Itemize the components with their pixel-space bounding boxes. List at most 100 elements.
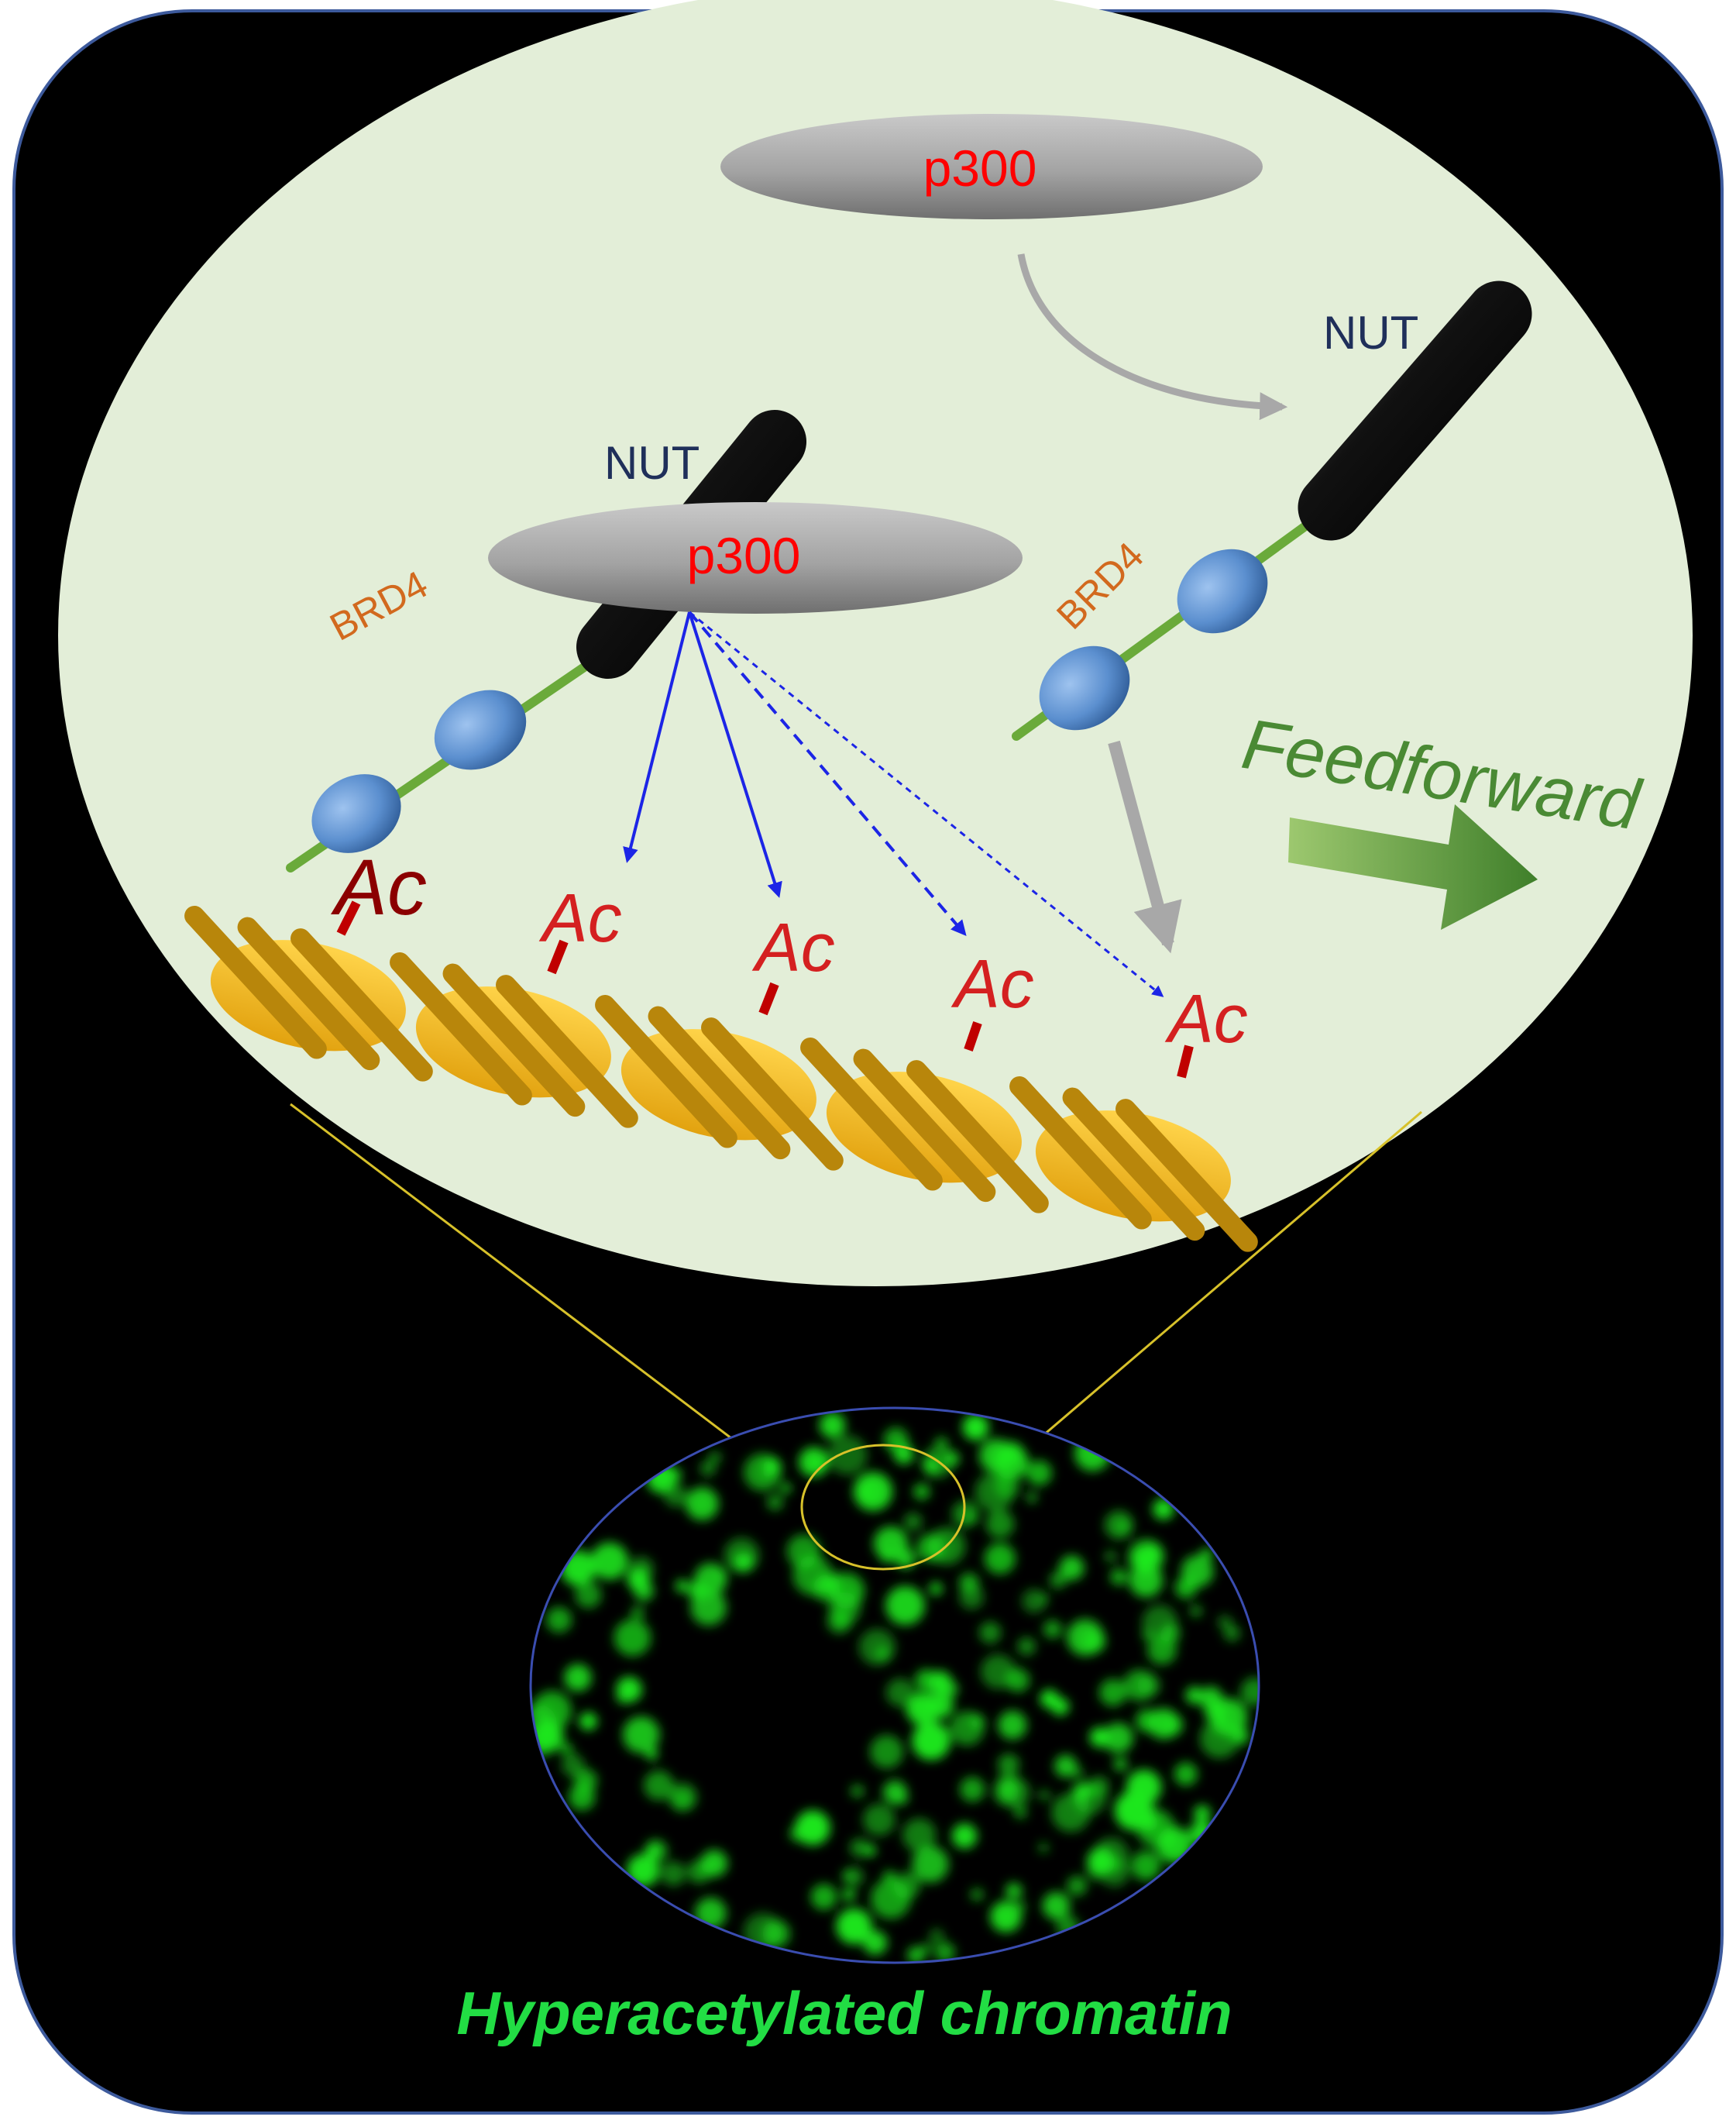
nucleosome xyxy=(800,1038,1049,1213)
acetyl-focus xyxy=(862,1803,896,1836)
acetyl-focus xyxy=(700,1850,728,1877)
nucleosome xyxy=(390,952,638,1128)
arrow-to-ac-4 xyxy=(688,611,967,937)
bromodomain-right-2 xyxy=(1177,549,1268,634)
acetyl-focus xyxy=(928,1671,952,1695)
feedforward-arrow xyxy=(1288,804,1538,930)
acetyl-focus xyxy=(744,1453,782,1492)
acetyl-focus xyxy=(579,1712,597,1730)
acetyl-focus xyxy=(1105,1550,1117,1563)
acetyl-focus xyxy=(1022,1588,1047,1613)
acetyl-focus xyxy=(795,1810,830,1846)
acetyl-focus xyxy=(829,1572,865,1609)
acetyl-focus xyxy=(858,1628,896,1666)
acetyl-focus xyxy=(631,1606,645,1619)
acetyl-focus xyxy=(1026,1492,1037,1503)
acetyl-focus xyxy=(715,1569,727,1582)
zoom-bubble xyxy=(58,0,1693,1286)
acetyl-focus xyxy=(685,1487,719,1520)
ac-mark-5: Ac xyxy=(1164,980,1248,1057)
acetyl-focus xyxy=(1189,1605,1202,1618)
acetyl-focus xyxy=(836,1616,846,1626)
acetyl-focus xyxy=(1051,1697,1070,1716)
acetyl-focus xyxy=(644,1839,669,1864)
acetyl-focus xyxy=(1098,1678,1127,1707)
acetyl-focus xyxy=(1142,1604,1178,1640)
acetyl-focus xyxy=(980,1654,1016,1689)
nut-label-right: NUT xyxy=(1323,307,1418,359)
nucleus-outline xyxy=(529,1406,1260,1964)
bromodomain-left-2 xyxy=(434,690,527,770)
acetyl-focus xyxy=(885,1678,915,1707)
acetyl-focus xyxy=(590,1542,629,1580)
nucleosome xyxy=(1009,1076,1258,1252)
acetyl-focus xyxy=(885,1585,925,1626)
acetylation-arrows xyxy=(623,611,1164,997)
p300-free xyxy=(720,114,1263,219)
arrow-to-ac-5 xyxy=(689,611,1164,997)
nucleosome xyxy=(595,995,844,1171)
acetyl-focus xyxy=(1049,1571,1067,1589)
acetyl-focus xyxy=(1038,1843,1049,1853)
brd4-nut-complex-left: p300 NUT BRD4 xyxy=(286,410,1023,872)
acetyl-focus xyxy=(985,1509,1015,1539)
acetyl-focus xyxy=(1086,1860,1107,1881)
acetyl-focus xyxy=(912,1721,951,1760)
acetyl-focus xyxy=(531,1691,572,1731)
acetyl-focus xyxy=(1039,1789,1050,1801)
acetyl-focus xyxy=(1113,1757,1128,1771)
acetyl-focus xyxy=(1223,1625,1240,1642)
acetyl-focus xyxy=(819,1412,846,1439)
acetyl-focus xyxy=(1089,1727,1110,1747)
acetyl-focus xyxy=(1014,1805,1027,1819)
acetyl-focus xyxy=(1185,1686,1204,1705)
acetyl-focus xyxy=(871,1878,911,1919)
acetyl-focus xyxy=(949,1711,985,1746)
acetyl-focus xyxy=(810,1884,837,1910)
acetyl-focus xyxy=(816,1458,827,1471)
acetyl-focus xyxy=(643,1770,674,1801)
acetyl-focus xyxy=(569,1784,596,1811)
nut-rod-right xyxy=(1298,281,1532,541)
arrow-to-ac-2 xyxy=(623,611,691,863)
acetyl-focus xyxy=(998,1754,1020,1776)
acetyl-focus xyxy=(934,1942,955,1963)
acetyl-focus xyxy=(1174,1762,1198,1786)
acetyl-focus xyxy=(836,1908,872,1945)
acetyl-focus xyxy=(984,1543,1016,1575)
acetyl-focus xyxy=(979,1621,1002,1644)
acetyl-focus xyxy=(1017,1637,1036,1656)
acetyl-focus xyxy=(959,1572,979,1593)
ac-mark-4: Ac xyxy=(951,945,1034,1022)
acetyl-focus xyxy=(912,1846,949,1883)
acetyl-focus xyxy=(1043,1619,1062,1639)
acetyl-focus xyxy=(1006,1882,1023,1900)
acetyl-focus xyxy=(962,1414,989,1440)
acetyl-focus xyxy=(853,1471,892,1511)
acetyl-focus xyxy=(960,1777,985,1802)
acetyl-focus xyxy=(1240,1677,1259,1706)
fluorescent-nucleus xyxy=(529,1406,1260,1964)
nucleosome xyxy=(184,906,433,1082)
zoom-line-left xyxy=(290,1103,803,1493)
acetyl-focus xyxy=(575,1581,602,1609)
acetyl-focus xyxy=(929,1581,943,1595)
acetyl-focus xyxy=(1174,1577,1197,1599)
acetyl-focus xyxy=(700,1460,717,1477)
acetyl-focus xyxy=(1016,1901,1026,1912)
acetyl-focus xyxy=(921,1943,933,1955)
acetyl-focus xyxy=(1071,1767,1084,1779)
nut-label-left: NUT xyxy=(604,437,700,489)
p300-free-label: p300 xyxy=(923,139,1037,197)
acetyl-focus xyxy=(903,1512,923,1531)
acetyl-focus xyxy=(1054,1754,1078,1778)
p300-bound xyxy=(488,502,1023,614)
acetyl-focus xyxy=(951,1823,978,1849)
acetyl-focus xyxy=(902,1818,937,1853)
acetyl-focus xyxy=(1217,1615,1232,1630)
acetyl-focus xyxy=(668,1782,698,1812)
acetyl-focus xyxy=(882,1780,907,1805)
acetyl-focus xyxy=(1200,1547,1213,1561)
acetyl-focus xyxy=(907,1946,925,1963)
acetyl-focus xyxy=(561,1754,585,1777)
